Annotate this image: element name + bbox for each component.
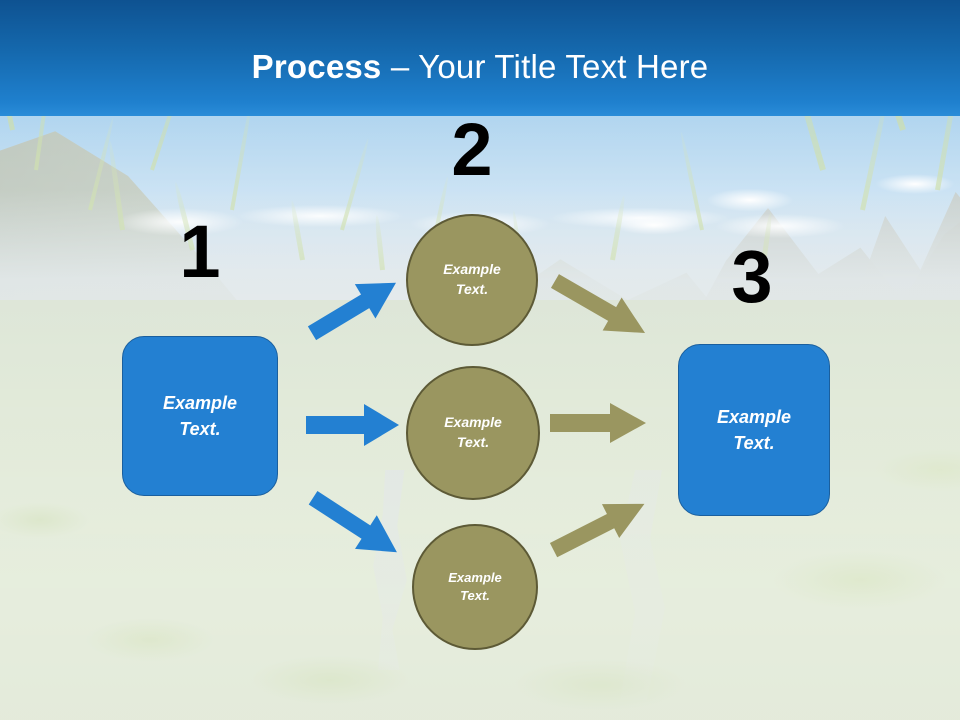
step-number-3: 3 bbox=[731, 235, 773, 318]
process-box-right-line1: Example bbox=[716, 406, 792, 427]
process-box-right-text: Example Text. bbox=[717, 404, 791, 456]
step-number-1: 1 bbox=[179, 210, 221, 293]
arrow-blue-right-icon bbox=[306, 404, 399, 446]
process-box-left[interactable]: Example Text. bbox=[122, 336, 278, 496]
process-box-right-line2: Text. bbox=[733, 433, 775, 453]
process-circle-bottom-line1: Example bbox=[448, 569, 502, 585]
process-circle-top-line1: Example bbox=[443, 261, 501, 278]
arrow-blue-down-right-icon bbox=[302, 481, 408, 569]
page-title-strong: Process bbox=[251, 48, 382, 85]
arrow-blue-up-right-icon bbox=[302, 266, 407, 351]
process-circle-middle-text: Example Text. bbox=[444, 413, 502, 452]
process-circle-top[interactable]: Example Text. bbox=[406, 214, 538, 346]
process-box-left-line2: Text. bbox=[179, 419, 221, 439]
process-box-left-line1: Example bbox=[162, 392, 238, 413]
process-circle-bottom[interactable]: Example Text. bbox=[412, 524, 538, 650]
page-title: Process – Your Title Text Here bbox=[0, 50, 960, 83]
page-title-rest: – Your Title Text Here bbox=[381, 48, 709, 85]
title-bar: Process – Your Title Text Here bbox=[0, 0, 960, 116]
process-circle-top-text: Example Text. bbox=[443, 260, 501, 299]
process-circle-bottom-line2: Text. bbox=[460, 588, 490, 603]
arrow-olive-down-right-icon bbox=[545, 265, 654, 350]
process-circle-middle[interactable]: Example Text. bbox=[406, 366, 540, 500]
arrow-olive-up-right-icon bbox=[545, 487, 653, 567]
process-circle-middle-line1: Example bbox=[444, 414, 502, 431]
process-circle-bottom-text: Example Text. bbox=[448, 569, 501, 605]
step-number-2: 2 bbox=[451, 108, 493, 191]
arrow-olive-right-icon bbox=[550, 403, 646, 443]
process-box-left-text: Example Text. bbox=[163, 390, 237, 442]
process-circle-top-line2: Text. bbox=[455, 281, 489, 297]
process-circle-middle-line2: Text. bbox=[456, 434, 490, 450]
process-box-right[interactable]: Example Text. bbox=[678, 344, 830, 516]
